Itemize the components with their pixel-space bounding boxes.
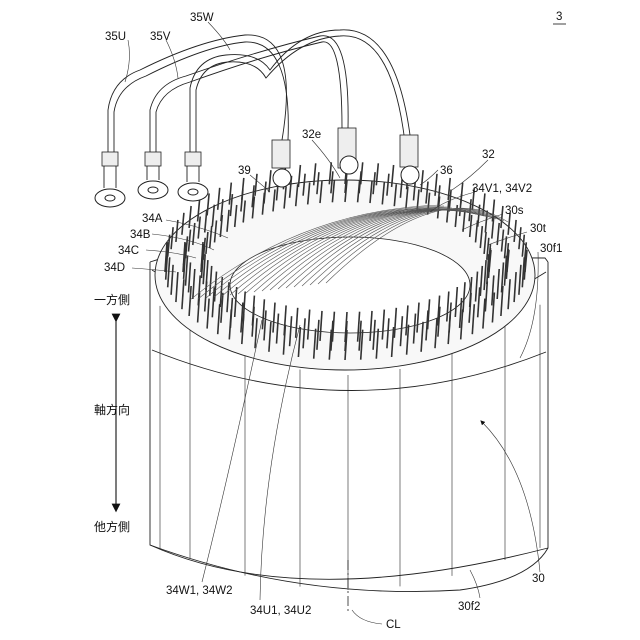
label-one-side: 一方側 <box>94 292 130 307</box>
label-34w: 34W1, 34W2 <box>166 585 232 597</box>
label-34u: 34U1, 34U2 <box>250 605 311 617</box>
label-34d: 34D <box>104 262 125 274</box>
label-34v: 34V1, 34V2 <box>472 183 532 195</box>
label-30s: 30s <box>505 205 524 217</box>
label-30f2: 30f2 <box>458 601 480 613</box>
label-other-side: 他方側 <box>94 519 130 534</box>
label-30f1: 30f1 <box>540 243 562 255</box>
label-35u: 35U <box>105 31 126 43</box>
terminal-lug-w <box>178 152 208 201</box>
label-30: 30 <box>532 573 545 585</box>
terminal-lug-v <box>138 152 168 199</box>
label-32e: 32e <box>302 129 321 141</box>
figure-number: 3 <box>556 11 562 23</box>
terminal-lug-u <box>95 152 125 207</box>
label-32: 32 <box>482 149 495 161</box>
label-34a: 34A <box>142 213 163 225</box>
label-35w: 35W <box>190 12 214 24</box>
label-axial-direction: 軸方向 <box>94 402 130 417</box>
label-36: 36 <box>440 165 453 177</box>
label-35v: 35V <box>150 31 171 43</box>
label-34b: 34B <box>130 229 151 241</box>
label-30t: 30t <box>530 223 547 235</box>
label-39: 39 <box>238 165 251 177</box>
label-34c: 34C <box>118 245 139 257</box>
label-cl: CL <box>386 619 401 631</box>
